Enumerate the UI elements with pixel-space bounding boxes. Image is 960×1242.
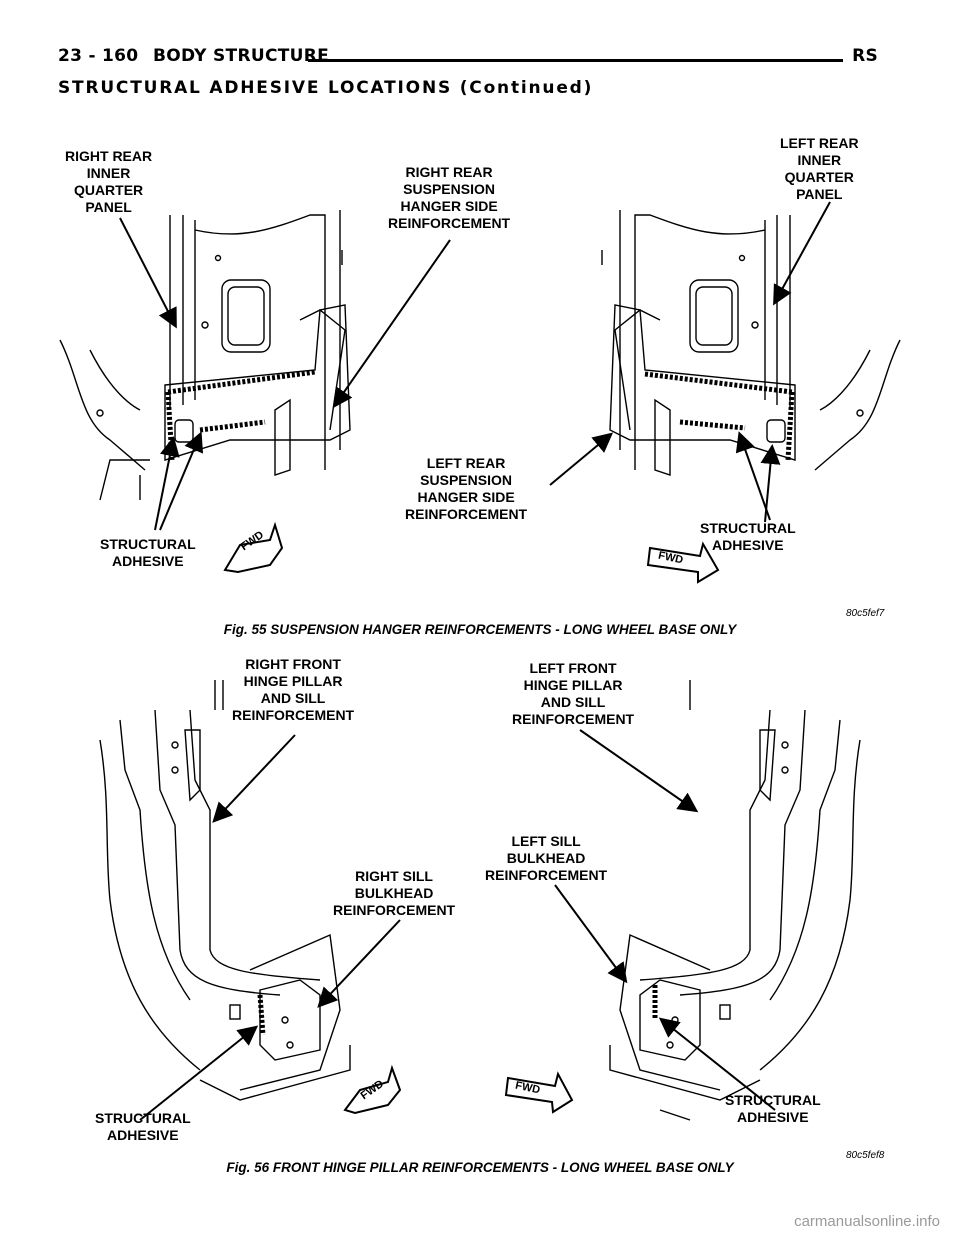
label-left-sill-bulkhead: LEFT SILL BULKHEAD REINFORCEMENT [485, 833, 608, 883]
label-right-sill-bulkhead: RIGHT SILL BULKHEAD REINFORCEMENT [333, 868, 456, 918]
figure-55-caption: Fig. 55 SUSPENSION HANGER REINFORCEMENTS… [223, 622, 737, 637]
figure-55: RIGHT REAR INNER QUARTER PANEL RIGHT REA… [50, 130, 910, 650]
figure-56-caption: Fig. 56 FRONT HINGE PILLAR REINFORCEMENT… [226, 1160, 734, 1175]
page-number: 23 - 160 [58, 46, 139, 66]
label-structural-adhesive-left: STRUCTURAL ADHESIVE [100, 536, 196, 569]
header-rule [308, 59, 843, 62]
section-name: BODY STRUCTURE [153, 46, 330, 66]
label-left-rear-inner-quarter-panel: LEFT REAR INNER QUARTER PANEL [780, 135, 859, 202]
label-left-rear-suspension-hanger: LEFT REAR SUSPENSION HANGER SIDE REINFOR… [405, 455, 528, 522]
page-header: 23 - 160 BODY STRUCTURE RS [58, 46, 878, 74]
label-structural-adhesive-right: STRUCTURAL ADHESIVE [725, 1092, 821, 1125]
section-title: STRUCTURAL ADHESIVE LOCATIONS (Continued… [58, 78, 594, 98]
figure-56: RIGHT FRONT HINGE PILLAR AND SILL REINFO… [50, 650, 910, 1180]
figure-55-illustration [59, 201, 901, 584]
label-right-front-hinge-pillar: RIGHT FRONT HINGE PILLAR AND SILL REINFO… [232, 656, 355, 723]
figure-56-code: 80c5fef8 [846, 1150, 885, 1161]
label-structural-adhesive-left: STRUCTURAL ADHESIVE [95, 1110, 191, 1143]
label-right-rear-inner-quarter-panel: RIGHT REAR INNER QUARTER PANEL [65, 148, 153, 215]
label-structural-adhesive-right: STRUCTURAL ADHESIVE [700, 520, 796, 553]
label-right-rear-suspension-hanger: RIGHT REAR SUSPENSION HANGER SIDE REINFO… [388, 164, 511, 231]
watermark: carmanualsonline.info [794, 1213, 940, 1230]
figure-56-illustration [99, 680, 861, 1121]
model-code: RS [852, 46, 878, 66]
label-left-front-hinge-pillar: LEFT FRONT HINGE PILLAR AND SILL REINFOR… [512, 660, 635, 727]
figure-55-code: 80c5fef7 [846, 608, 885, 619]
